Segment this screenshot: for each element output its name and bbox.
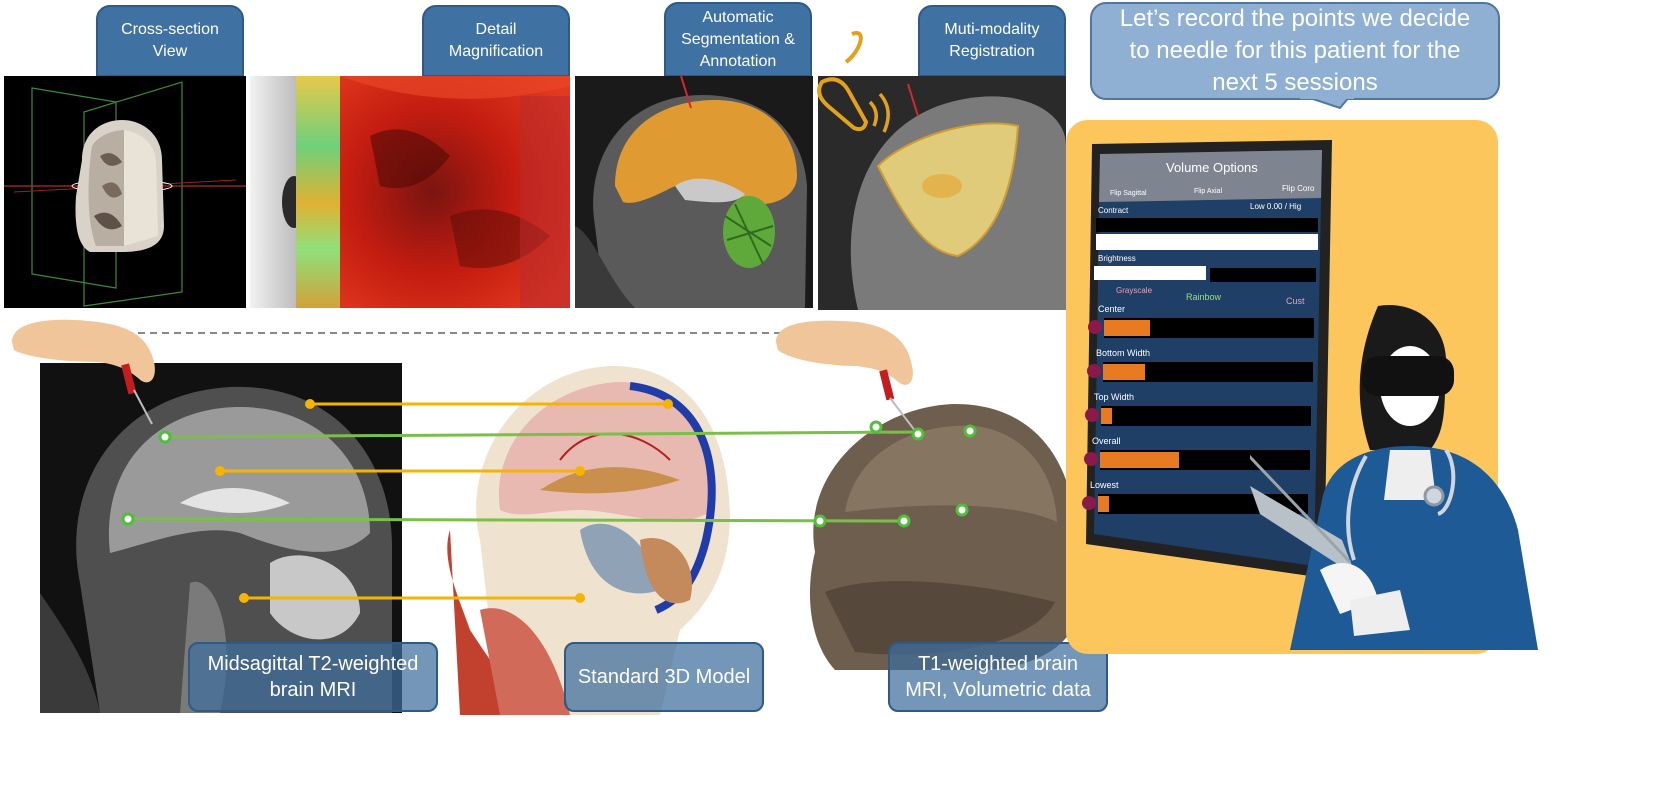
slider-track[interactable] [1101, 406, 1311, 426]
contrast-slider-track[interactable] [1096, 218, 1318, 232]
left-hand-needle-icon [12, 319, 155, 425]
speech-bubble-tail [1300, 96, 1354, 110]
caption-mri-t1: T1-weighted brain MRI, Volumetric data [888, 642, 1108, 712]
segmentation-panel [575, 76, 813, 308]
slider-fill [1104, 320, 1151, 336]
speech-bubble: Let’s record the points we decide to nee… [1090, 2, 1500, 100]
mri-t1-volume-image [809, 404, 1077, 670]
right-hand-needle-icon [776, 320, 917, 433]
slider-label: Center [1098, 304, 1126, 314]
slider-knob-icon[interactable] [1083, 452, 1098, 466]
tab-automatic-segmentation: Automatic Segmentation & Annotation [664, 2, 812, 77]
slider-fill [1102, 364, 1145, 380]
low-high-readout: Low 0.00 / Hig [1250, 202, 1302, 211]
slider-knob-icon[interactable] [1085, 408, 1099, 422]
detail-magnification-panel [250, 76, 570, 308]
contrast-range-bar[interactable] [1096, 234, 1318, 250]
green-link-1 [164, 430, 919, 439]
slider-track[interactable] [1104, 318, 1314, 338]
green-link-2 [127, 517, 905, 523]
doctor-vr-illustration [1250, 304, 1538, 650]
caption-mri-t2: Midsagittal T2-weighted brain MRI [188, 642, 438, 712]
registration-image [850, 83, 1066, 310]
contrast-label: Contract [1098, 206, 1129, 215]
flip-sagittal-button[interactable]: Flip Sagittal [1110, 190, 1147, 197]
custom-option[interactable]: Cust [1286, 296, 1305, 306]
slider-track[interactable] [1102, 362, 1313, 382]
ultrasound-probe-icon [817, 31, 890, 133]
tab-detail-magnification: Detail Magnification [422, 5, 570, 77]
brightness-label: Brightness [1098, 254, 1136, 263]
brightness-slider-fill[interactable] [1094, 266, 1206, 280]
slider-fill [1101, 408, 1112, 424]
tab-cross-section-view: Cross-section View [96, 5, 244, 77]
slider-knob-icon[interactable] [1086, 364, 1101, 378]
vr-tablet: Volume Options Flip Sagittal Flip Axial … [1082, 138, 1336, 578]
slider-label: Top Width [1094, 392, 1135, 402]
brightness-slider-track[interactable] [1210, 268, 1316, 282]
slider-label: Bottom Width [1096, 348, 1151, 358]
slider-knob-icon[interactable] [1088, 320, 1102, 334]
magnification-image [250, 76, 570, 308]
slider-fill [1099, 452, 1180, 468]
flip-coronal-button[interactable]: Flip Coro [1282, 184, 1315, 193]
grayscale-option[interactable]: Grayscale [1116, 286, 1153, 295]
tablet-title: Volume Options [1166, 160, 1258, 175]
section-divider [18, 332, 798, 334]
flip-axial-button[interactable]: Flip Axial [1194, 188, 1223, 195]
slider-fill [1098, 496, 1109, 512]
slider-knob-icon[interactable] [1082, 496, 1096, 510]
cross-section-panel [4, 76, 246, 308]
rainbow-option[interactable]: Rainbow [1186, 292, 1222, 302]
standard-3d-model-image [447, 365, 730, 715]
slider-label: Overall [1092, 436, 1121, 446]
registration-panel [818, 76, 1066, 310]
cross-section-image [4, 81, 246, 307]
caption-standard-3d-model: Standard 3D Model [564, 642, 764, 712]
slider-label: Lowest [1090, 480, 1119, 490]
segmentation-image [575, 76, 807, 308]
